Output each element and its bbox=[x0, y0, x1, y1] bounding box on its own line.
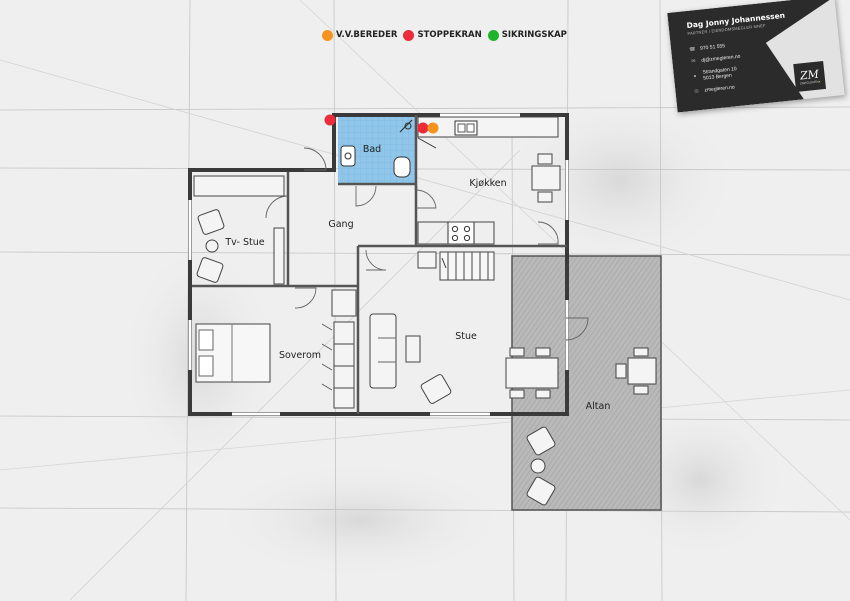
stue-armchair bbox=[420, 374, 452, 404]
email-icon: ✉ bbox=[691, 58, 696, 65]
room-label-gang: Gang bbox=[328, 219, 353, 230]
legend-item-vvbereder: V.V.BEREDER bbox=[322, 29, 398, 41]
stue-sofa bbox=[369, 313, 397, 389]
armchair bbox=[196, 257, 224, 283]
company-logo: ZM ZMEGLEREN● bbox=[793, 61, 827, 93]
stove bbox=[447, 221, 475, 245]
legend-item-sikringskap: SIKRINGSKAP bbox=[487, 29, 567, 41]
altan-chair bbox=[526, 426, 556, 456]
business-card: Dag Jonny Johannessen PARTNER / EIENDOMS… bbox=[667, 0, 845, 113]
legend-dot-orange bbox=[322, 29, 333, 41]
stairs bbox=[439, 251, 495, 281]
room-label-altan: Altan bbox=[586, 401, 611, 412]
marker-sikringskap bbox=[324, 114, 336, 126]
room-label-tv-stue: Tv- Stue bbox=[224, 237, 264, 248]
location-icon: ● bbox=[693, 73, 697, 80]
wardrobe bbox=[333, 321, 355, 409]
logo-text: ZMEGLEREN● bbox=[799, 78, 821, 86]
coffee-table bbox=[405, 335, 421, 363]
marker-stoppekran bbox=[417, 122, 429, 134]
legend-dot-red bbox=[403, 29, 415, 41]
toilet bbox=[393, 156, 411, 178]
armchair bbox=[197, 209, 225, 235]
legend-dot-green bbox=[487, 29, 499, 41]
tv-stue-tvbench bbox=[273, 227, 285, 285]
altan-chair bbox=[526, 476, 556, 506]
kitchen-counter bbox=[417, 116, 559, 138]
legend: V.V.BEREDER STOPPEKRAN SIKRINGSKAP bbox=[322, 28, 569, 42]
room-label-soverom: Soverom bbox=[279, 350, 321, 361]
legend-label: SIKRINGSKAP bbox=[501, 30, 567, 40]
marker-vvbereder bbox=[427, 122, 439, 134]
room-label-stue: Stue bbox=[455, 331, 477, 342]
room-label-kjokken: Kjøkken bbox=[469, 178, 506, 189]
phone-icon: ☎ bbox=[688, 46, 696, 53]
tv-stue-sofa bbox=[193, 175, 285, 197]
dining-table bbox=[505, 357, 559, 389]
side-table bbox=[205, 239, 219, 253]
altan-table bbox=[627, 357, 657, 385]
room-label-bad: Bad bbox=[363, 144, 381, 155]
globe-icon: ◎ bbox=[694, 88, 700, 95]
bathroom-sink bbox=[340, 145, 356, 167]
legend-item-stoppekran: STOPPEKRAN bbox=[403, 29, 482, 41]
interior-walls bbox=[192, 115, 567, 414]
legend-label: STOPPEKRAN bbox=[417, 30, 482, 40]
kitchen-table bbox=[531, 165, 561, 191]
legend-label: V.V.BEREDER bbox=[336, 30, 398, 40]
